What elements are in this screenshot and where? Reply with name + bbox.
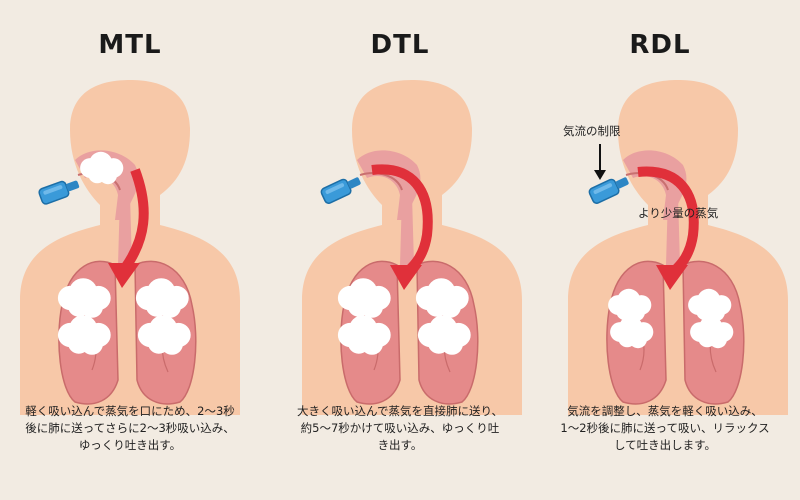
caption-dtl: 大きく吸い込んで蒸気を直接肺に送り、約5〜7秒かけて吸い込み、ゆっくり吐き出す。 — [297, 404, 503, 452]
panel-title-rdl: RDL — [629, 30, 691, 60]
mtl-figure — [19, 79, 241, 416]
caption-rdl: 気流を調整し、蒸気を軽く吸い込み、1〜2秒後に肺に送って吸い、リラックスして吐き… — [560, 404, 770, 452]
less-vapor-label: より少量の蒸気 — [638, 206, 719, 220]
dtl-figure — [301, 79, 523, 416]
airflow-restriction-label: 気流の制限 — [563, 124, 621, 138]
caption-mtl: 軽く吸い込んで蒸気を口にため、2〜3秒後に肺に送ってさらに2〜3秒吸い込み、ゆっ… — [25, 404, 235, 452]
panel-title-dtl: DTL — [370, 30, 430, 60]
rdl-figure — [567, 79, 789, 416]
panel-title-mtl: MTL — [98, 30, 162, 60]
